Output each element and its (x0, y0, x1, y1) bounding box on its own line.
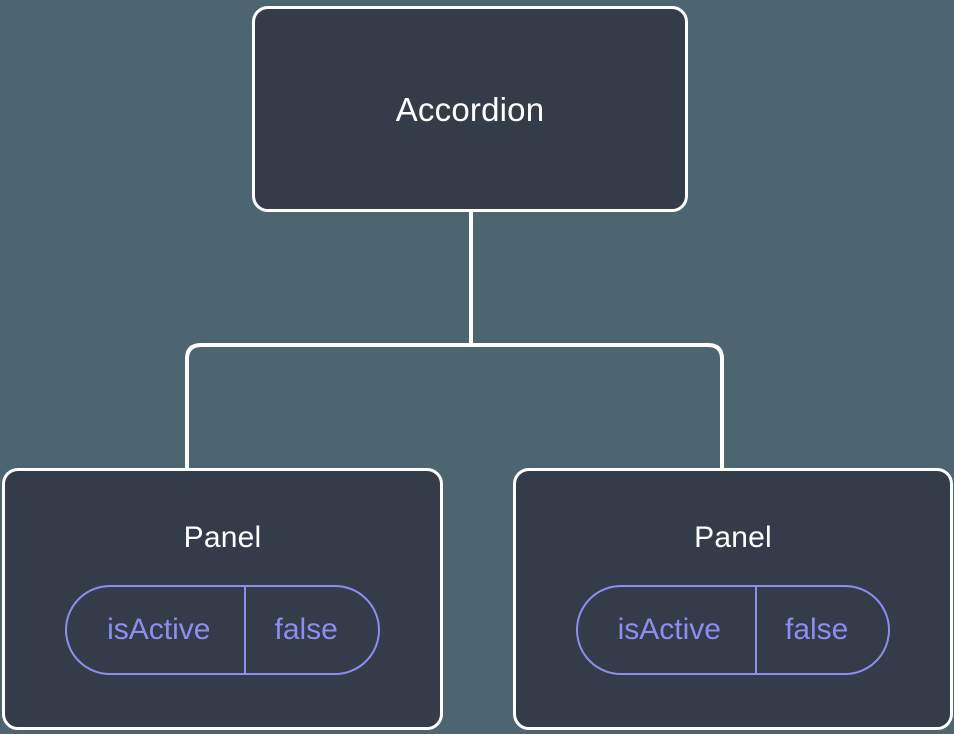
node-panel-right[interactable]: Panel isActive false (513, 468, 953, 730)
node-accordion-title: Accordion (395, 90, 545, 128)
node-panel-right-prop-pill[interactable]: isActive false (575, 585, 891, 675)
node-panel-left-prop-value: false (274, 613, 338, 646)
edge-root-to-panel-right (471, 343, 724, 468)
node-panel-left-prop-pill[interactable]: isActive false (65, 585, 380, 675)
node-panel-right-prop-key: isActive (578, 587, 757, 673)
node-panel-right-title: Panel (694, 521, 772, 554)
node-panel-right-prop-value: false (784, 613, 849, 646)
node-accordion[interactable]: Accordion (252, 6, 688, 212)
node-panel-left-prop-key: isActive (67, 587, 247, 673)
node-panel-left[interactable]: Panel isActive false (2, 468, 443, 730)
node-panel-left-title: Panel (183, 521, 262, 554)
edge-root-to-panel-left (185, 343, 471, 468)
